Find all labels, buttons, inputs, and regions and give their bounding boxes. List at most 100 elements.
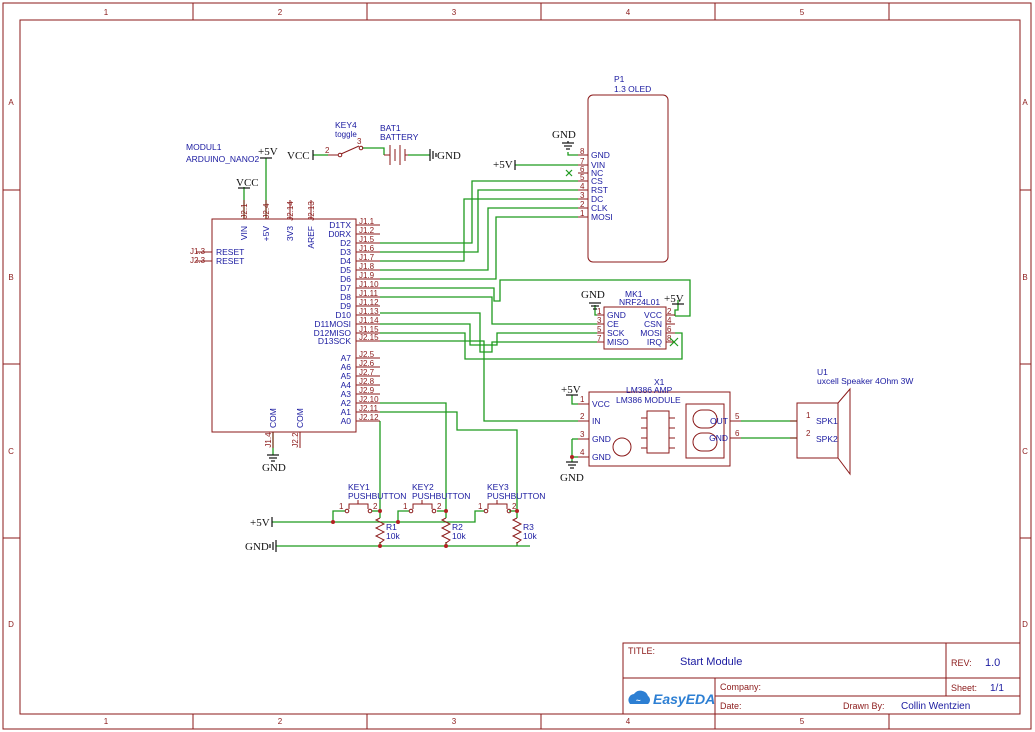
nrf-pin-name: SCK bbox=[607, 328, 625, 338]
oled-pin-name: VIN bbox=[591, 160, 605, 170]
speaker-cone-icon bbox=[837, 387, 851, 476]
amp-pin-name: OUT bbox=[710, 416, 728, 426]
nano-pin-num: J1.11 bbox=[359, 289, 379, 298]
logo-text: EasyEDA bbox=[653, 691, 715, 707]
nano-pin-name: VIN bbox=[239, 226, 249, 240]
resistor-value: 10k bbox=[386, 531, 400, 541]
battery-ref: BAT1 bbox=[380, 123, 401, 133]
gnd-label: GND bbox=[245, 541, 269, 553]
row-letter-right: B bbox=[1022, 273, 1027, 282]
nano-pin-name: RESET bbox=[216, 247, 244, 257]
speaker-u1[interactable]: U1 uxcell Speaker 4Ohm 3W 1 2 SPK1 SPK2 bbox=[790, 367, 913, 476]
battery-bat1[interactable]: BAT1 BATTERY bbox=[380, 123, 419, 165]
nano-pin-num: J1.2 bbox=[359, 226, 375, 235]
sheet-value: 1/1 bbox=[990, 683, 1004, 694]
nano-pin-name: +5V bbox=[261, 226, 271, 242]
nrf-pin-name: CE bbox=[607, 319, 619, 329]
nrf-pin-num: 1 bbox=[597, 307, 602, 316]
col-number-top: 5 bbox=[800, 8, 805, 17]
amp-pin-num: 4 bbox=[580, 448, 585, 457]
nano-pin-name: D0RX bbox=[328, 229, 351, 239]
col-number-top: 1 bbox=[104, 8, 109, 17]
col-number-bottom: 3 bbox=[452, 717, 457, 726]
arduino-nano[interactable]: MODUL1 ARDUINO_NANO2 J2.1VINJ2.4+5VJ2.14… bbox=[186, 142, 380, 448]
speaker-ref: U1 bbox=[817, 367, 828, 377]
button-pin: 2 bbox=[512, 502, 517, 511]
nano-pin-name: A1 bbox=[341, 407, 352, 417]
nrf-pin-num: 3 bbox=[597, 316, 602, 325]
p5v-label: +5V bbox=[561, 384, 581, 396]
title-block: TITLE: Start Module REV: 1.0 Company: Sh… bbox=[622, 642, 1021, 715]
nano-pin-num: J1.3 bbox=[190, 247, 206, 256]
nano-pin-name: D1TX bbox=[329, 220, 351, 230]
button-pin: 2 bbox=[373, 502, 378, 511]
oled-pin-name: MOSI bbox=[591, 212, 613, 222]
p5v-label: +5V bbox=[258, 146, 278, 158]
nrf-pin-num: 5 bbox=[597, 325, 602, 334]
nano-pin-name: D3 bbox=[340, 247, 351, 257]
title-label: TITLE: bbox=[628, 646, 655, 656]
date-label: Date: bbox=[720, 701, 742, 711]
svg-text:~: ~ bbox=[636, 696, 641, 705]
button-value: PUSHBUTTON bbox=[412, 491, 470, 501]
nano-pin-num: J2.1 bbox=[240, 203, 249, 219]
nrf-pin-name: MISO bbox=[607, 337, 629, 347]
p5v-label: +5V bbox=[664, 293, 684, 305]
sheet-label: Sheet: bbox=[951, 683, 977, 693]
nano-pin-num: J1.10 bbox=[359, 280, 379, 289]
amp-pin-name: GND bbox=[709, 433, 728, 443]
row-letter-right: D bbox=[1022, 620, 1028, 629]
button-ref: KEY3 bbox=[487, 482, 509, 492]
amp-ref: X1 bbox=[654, 377, 665, 387]
amp-pin-name: IN bbox=[592, 416, 601, 426]
nano-pin-name: A6 bbox=[341, 362, 352, 372]
nano-pin-name: A2 bbox=[341, 398, 352, 408]
row-letter-left: D bbox=[8, 620, 14, 629]
nano-pin-num: J1.9 bbox=[359, 271, 375, 280]
oled-pin-num: 3 bbox=[580, 191, 585, 200]
nrf-ref: MK1 bbox=[625, 289, 643, 299]
nrf-pin-num: 6 bbox=[667, 325, 672, 334]
nano-pin-num: J1.14 bbox=[359, 316, 379, 325]
key4-ref: KEY4 bbox=[335, 120, 357, 130]
nrf-pin-name: MOSI bbox=[640, 328, 662, 338]
col-number-top: 2 bbox=[278, 8, 283, 17]
nano-pin-num: J2.15 bbox=[359, 333, 379, 342]
vcc-label: VCC bbox=[236, 177, 259, 189]
amp-value: LM386 AMP bbox=[626, 385, 673, 395]
nano-pin-num: J2.4 bbox=[262, 203, 271, 219]
oled-value: 1.3 OLED bbox=[614, 84, 651, 94]
col-number-top: 3 bbox=[452, 8, 457, 17]
gnd-label: GND bbox=[560, 472, 584, 484]
nano-pin-name: A3 bbox=[341, 389, 352, 399]
nano-pin-num: J1.4 bbox=[264, 432, 273, 448]
nano-pin-name: A0 bbox=[341, 416, 352, 426]
col-number-bottom: 4 bbox=[626, 717, 631, 726]
junction-dots bbox=[331, 455, 574, 548]
nano-pin-name: D8 bbox=[340, 292, 351, 302]
nano-pin-num: J1.6 bbox=[359, 244, 375, 253]
amp-pin-name: VCC bbox=[592, 399, 610, 409]
nrf-value: NRF24L01 bbox=[619, 297, 660, 307]
nrf-pin-num: 7 bbox=[597, 334, 602, 343]
amp-pin-name: GND bbox=[592, 452, 611, 462]
col-number-bottom: 1 bbox=[104, 717, 109, 726]
key4-toggle-switch[interactable]: KEY4 toggle 2 3 bbox=[325, 120, 364, 158]
nano-pin-num: J1.1 bbox=[359, 217, 375, 226]
nrf-pin-name: VCC bbox=[644, 310, 662, 320]
oled-pin-num: 2 bbox=[580, 200, 585, 209]
resistor-value: 10k bbox=[452, 531, 466, 541]
oled-pin-num: 7 bbox=[580, 157, 585, 166]
oled-pin-num: 5 bbox=[580, 173, 585, 182]
